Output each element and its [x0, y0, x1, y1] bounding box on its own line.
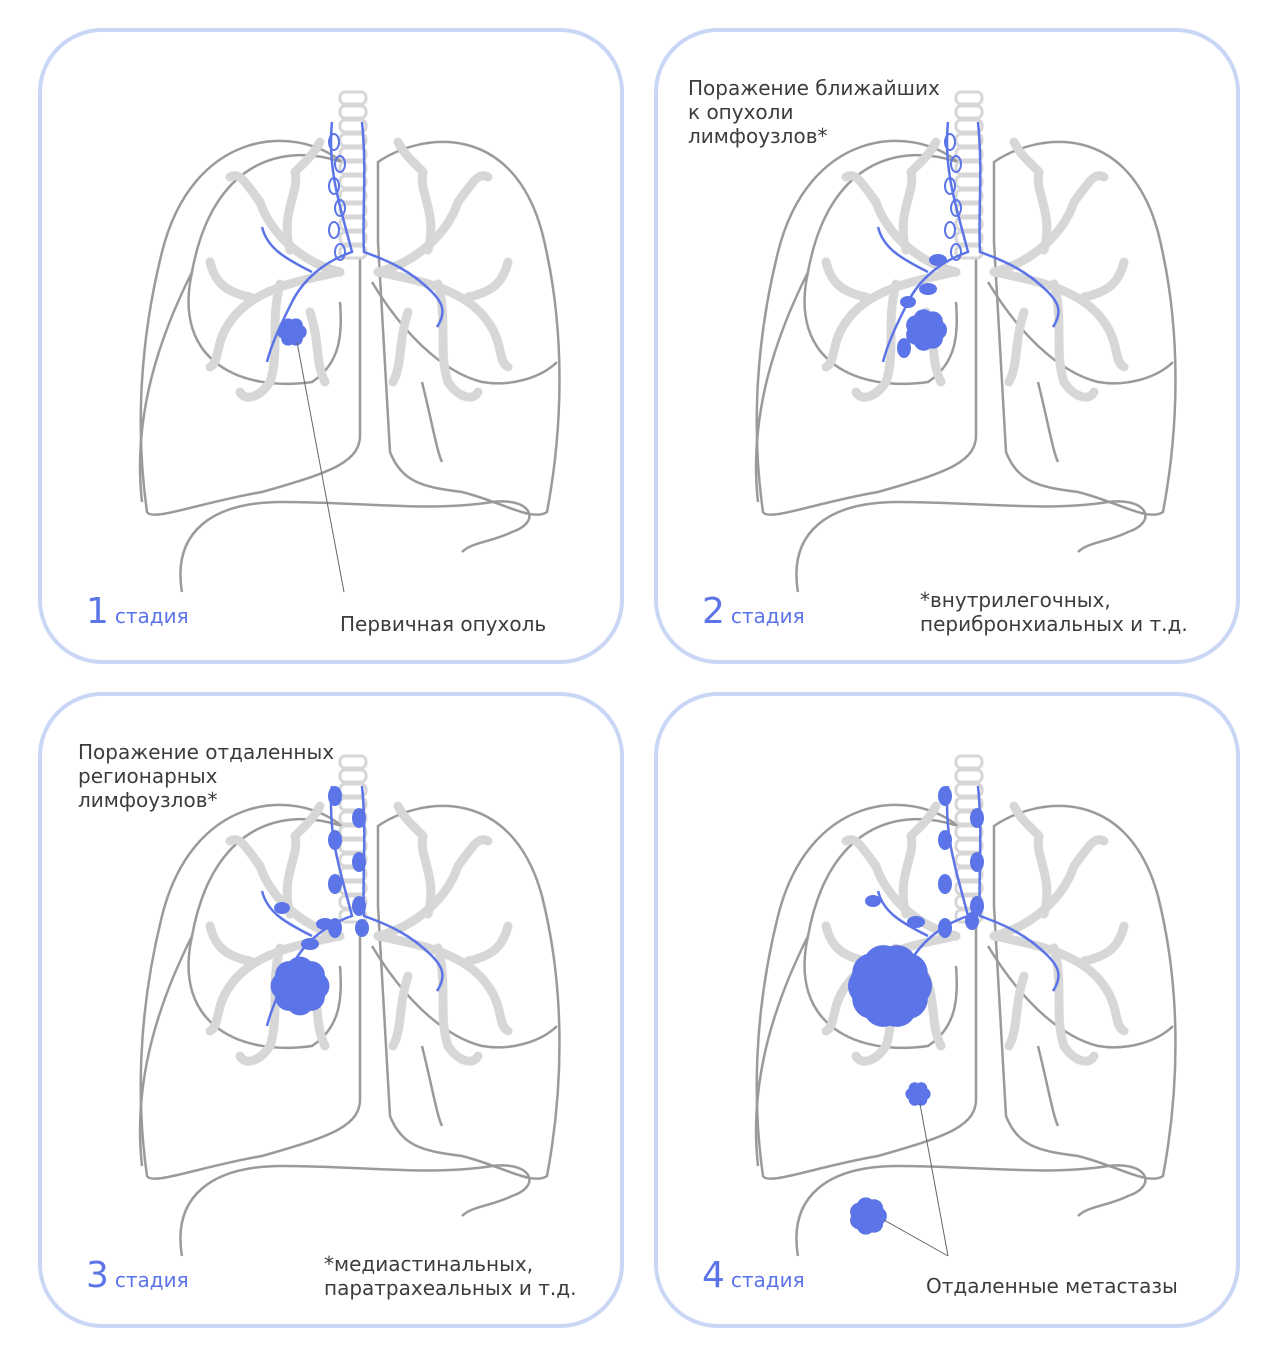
stage-word: стадия	[114, 604, 189, 628]
lymph-node	[328, 133, 340, 151]
stage-2-footnote: *внутрилегочных, перибронхиальных и т.д.	[920, 588, 1188, 636]
bronchial-tree	[373, 137, 513, 402]
lymph-node	[944, 133, 956, 151]
bronchial-tree	[989, 137, 1129, 402]
lymph-node	[944, 221, 956, 239]
stage-3-note: Поражение отдаленных регионарных лимфоуз…	[78, 740, 335, 812]
lymph-node	[316, 918, 334, 930]
lymph-node	[900, 296, 916, 308]
lymph-node	[938, 786, 952, 806]
bronchial-tree	[373, 801, 513, 1066]
stage-number: 1	[86, 591, 109, 632]
lymph-node	[944, 177, 956, 195]
stage-2-panel: Поражение ближайших к опухоли лимфоузлов…	[654, 28, 1240, 664]
distant-metastases-caption: Отдаленные метастазы	[926, 1274, 1178, 1298]
caption-leader-line	[883, 1219, 949, 1257]
lymph-node	[301, 938, 319, 950]
lung-outlines	[754, 139, 1177, 593]
stage-number: 3	[86, 1255, 109, 1296]
lymph-node	[938, 874, 952, 894]
lymph-node	[907, 916, 925, 928]
stage-word: стадия	[730, 604, 805, 628]
stage-3-panel: Поражение отдаленных регионарных лимфоуз…	[38, 692, 624, 1328]
stage-word: стадия	[730, 1268, 805, 1292]
lymph-node	[865, 895, 881, 907]
lymph-node	[938, 830, 952, 850]
lymph-node	[352, 852, 366, 872]
lymph-node	[352, 808, 366, 828]
trachea	[954, 90, 984, 260]
bronchial-tree	[205, 801, 345, 1066]
metastasis	[850, 1197, 887, 1235]
bronchial-tree	[989, 801, 1129, 1066]
tumor	[848, 945, 932, 1027]
lymph-node	[970, 896, 984, 916]
lymph-node	[328, 221, 340, 239]
lungs-illustration-stage-1	[138, 90, 561, 593]
primary-tumor	[277, 318, 307, 346]
lymph-node	[929, 254, 947, 266]
stage-number: 4	[702, 1255, 725, 1296]
metastasis	[905, 1082, 931, 1106]
stage-3-footnote: *медиастинальных, паратрахеальных и т.д.	[324, 1252, 577, 1300]
stage-word: стадия	[114, 1268, 189, 1292]
lung-outlines	[754, 803, 1177, 1257]
lung-outlines	[138, 803, 561, 1257]
lymph-node	[950, 199, 962, 217]
lymph-node	[970, 808, 984, 828]
caption-leader-line	[296, 341, 345, 593]
lymph-node	[274, 902, 290, 914]
lymph-node	[328, 830, 342, 850]
lymph-node	[328, 786, 342, 806]
lymph-node	[334, 155, 346, 173]
lymph-node	[950, 155, 962, 173]
lymph-node	[950, 243, 962, 261]
stage-number: 2	[702, 591, 725, 632]
lymph-node	[334, 199, 346, 217]
lungs-illustration-stage-4	[754, 754, 1177, 1257]
lymph-node	[970, 852, 984, 872]
tumor	[270, 956, 330, 1016]
lung-outlines	[138, 139, 561, 593]
lymph-node	[328, 177, 340, 195]
lymph-node	[938, 918, 952, 938]
lymph-node	[355, 919, 369, 937]
lymph-node	[897, 338, 911, 358]
lymph-node	[328, 874, 342, 894]
tumor	[906, 309, 947, 351]
lymph-node	[334, 243, 346, 261]
stage-2-note: Поражение ближайших к опухоли лимфоузлов…	[688, 76, 940, 148]
lymph-node	[965, 912, 979, 930]
lymph-node	[919, 283, 937, 295]
trachea	[338, 90, 368, 260]
lungs-illustration-stage-2	[754, 90, 1177, 593]
primary-tumor-caption: Первичная опухоль	[340, 612, 547, 636]
caption-leader-line	[919, 1103, 949, 1257]
lymph-node	[352, 896, 366, 916]
lungs-illustration-stage-3	[138, 754, 561, 1257]
